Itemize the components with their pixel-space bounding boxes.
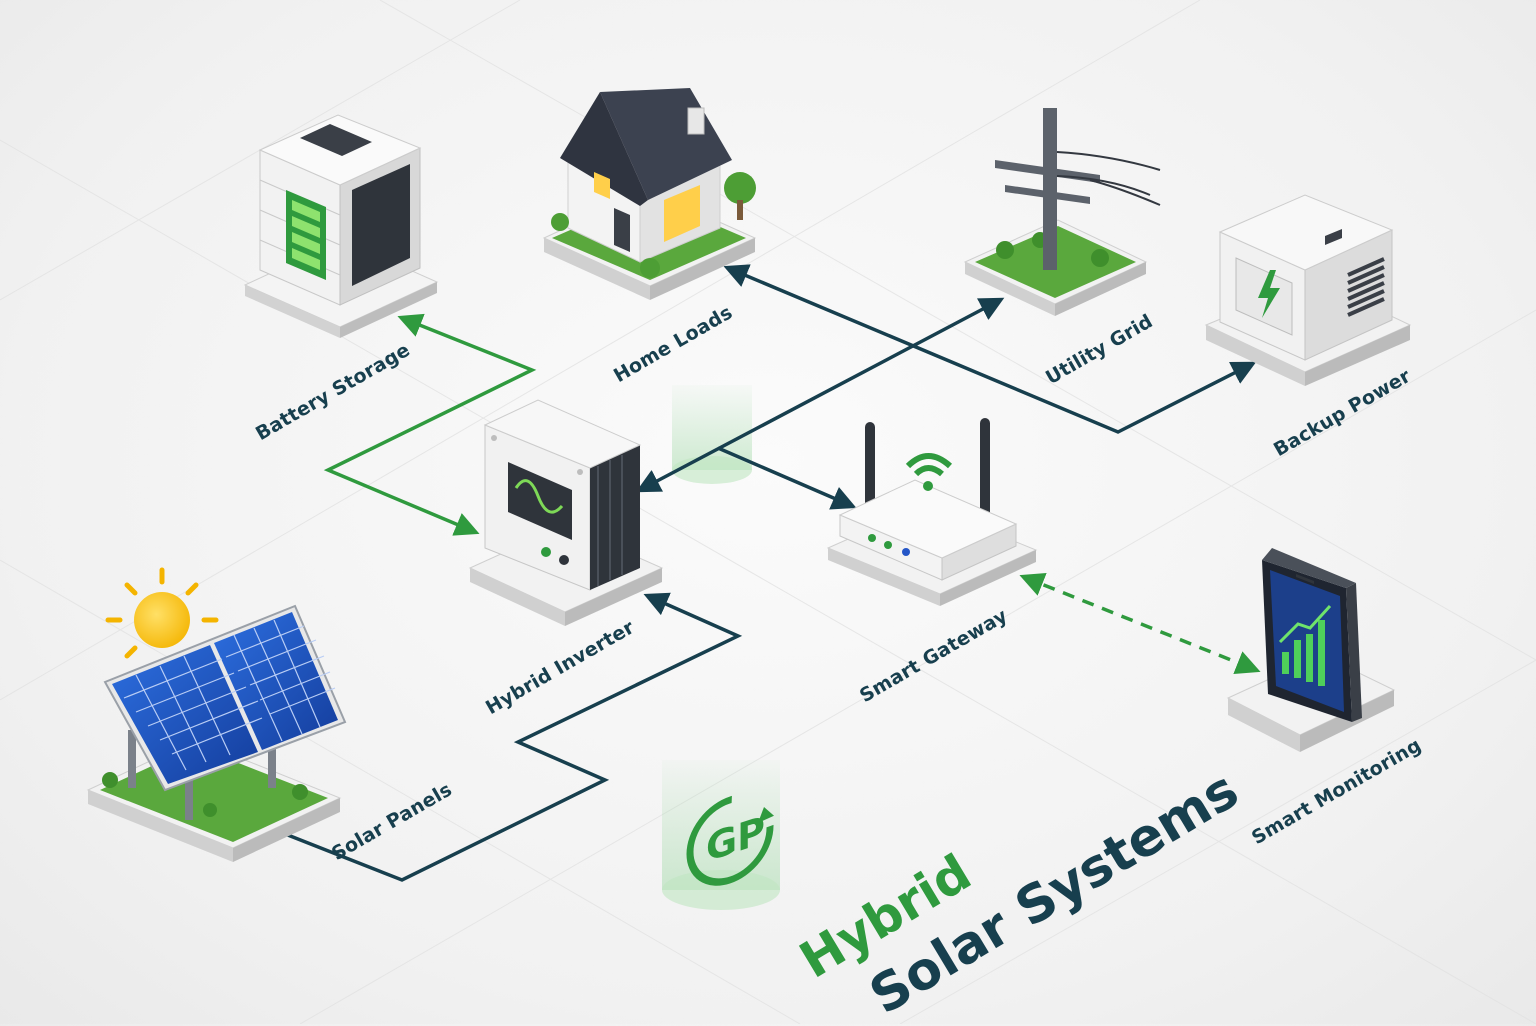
connection-solar-inverter	[269, 592, 743, 882]
generator-icon[interactable]	[1204, 194, 1412, 386]
brand-logo-icon: GP	[686, 794, 774, 886]
solar-panel-icon[interactable]	[86, 604, 347, 862]
connection-gateway-monitoring	[1019, 572, 1261, 675]
connection-battery-inverter	[323, 313, 537, 536]
glow-beam-top	[672, 385, 752, 484]
house-icon[interactable]	[542, 88, 757, 300]
battery-icon[interactable]	[243, 114, 439, 338]
glow-beam-logo	[662, 760, 780, 910]
connection-home-backup	[723, 264, 1257, 434]
connection-inverter-gateway	[717, 446, 857, 510]
router-icon[interactable]	[826, 418, 1038, 606]
smartphone-icon[interactable]	[1226, 548, 1396, 752]
sun-icon	[105, 567, 219, 659]
inverter-icon[interactable]	[468, 399, 664, 626]
power-pole-icon[interactable]	[963, 108, 1161, 316]
